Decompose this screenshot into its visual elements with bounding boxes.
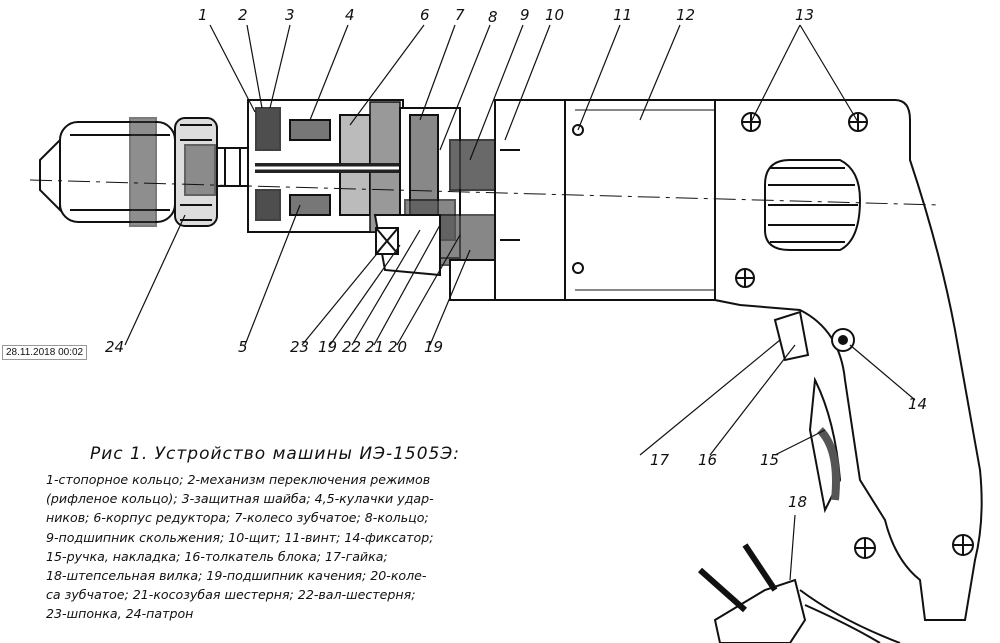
callout-23: 23 [290,338,310,356]
legend-line: ников; 6-корпус редуктора; 7-колесо зубч… [46,510,429,526]
figure-legend: 1-стопорное кольцо; 2-механизм переключе… [46,470,606,624]
figure-title: Рис 1. Устройство машины ИЭ-1505Э: [90,444,460,464]
callout-14: 14 [908,395,928,413]
callout-20: 20 [388,338,408,356]
callout-16: 16 [698,451,718,469]
callout-7: 7 [455,6,465,24]
callout-19b: 19 [424,338,444,356]
callout-9: 9 [520,6,530,24]
callout-3: 3 [285,6,295,24]
handle-body [714,99,983,621]
motor-body [564,99,716,301]
callout-8: 8 [488,8,498,26]
callout-5: 5 [238,338,248,356]
callout-6: 6 [420,6,430,24]
legend-line: 23-шпонка, 24-патрон [46,606,194,622]
callout-11: 11 [613,6,633,24]
shield [494,99,576,301]
legend-line: 9-подшипник скольжения; 10-щит; 11-винт;… [46,529,434,545]
callout-10: 10 [545,6,565,24]
callout-18: 18 [788,493,808,511]
legend-line: 1-стопорное кольцо; 2-механизм переключе… [46,472,431,487]
legend-line: 18-штепсельная вилка; 19-подшипник качен… [46,568,427,584]
legend-line: са зубчатое; 21-косозубая шестерня; 22-в… [46,587,416,603]
trigger [773,310,842,514]
callout-17: 17 [650,451,670,469]
callout-19a: 19 [318,338,338,356]
leader-lines [124,24,916,581]
callout-12: 12 [676,6,696,24]
chuck [39,117,218,227]
callout-4: 4 [345,6,355,24]
callout-22: 22 [342,338,362,356]
callout-24: 24 [105,338,125,356]
timestamp: 28.11.2018 00:02 [2,345,88,360]
callout-13: 13 [795,6,815,24]
callout-15: 15 [760,451,780,469]
legend-line: (рифленое кольцо); 3-защитная шайба; 4,5… [46,491,434,507]
legend-line: 15-ручка, накладка; 16-толкатель блока; … [46,548,388,564]
gear-housing [247,99,404,233]
gear-section [373,107,501,277]
callout-21: 21 [365,338,385,356]
plug [698,543,901,643]
callout-2: 2 [238,6,248,24]
callout-1: 1 [198,6,208,24]
